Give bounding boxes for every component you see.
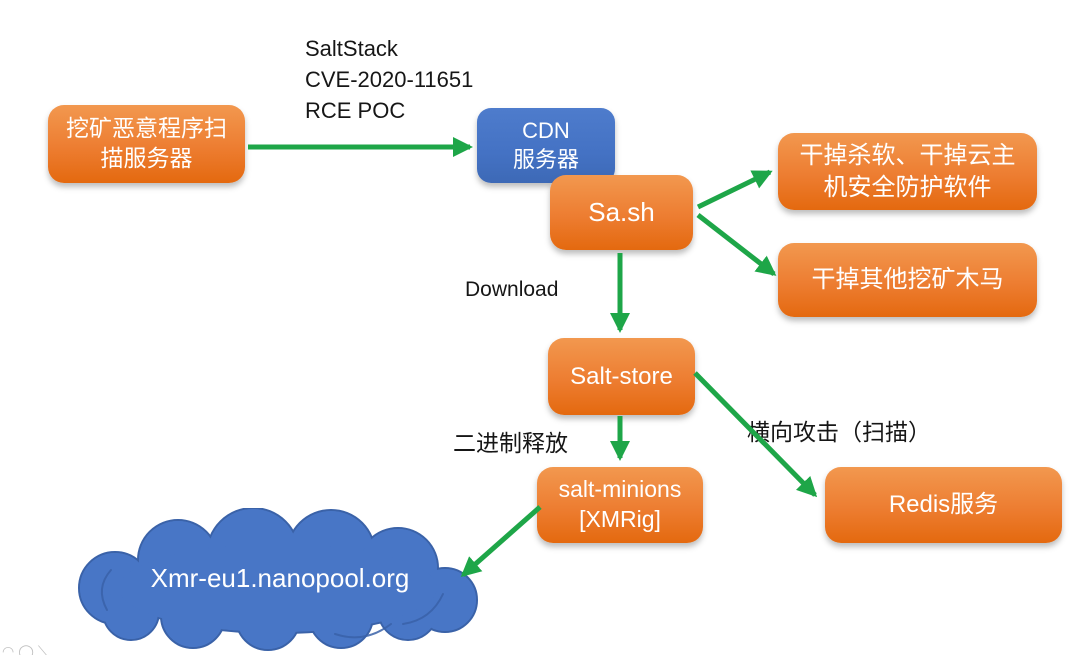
node-kill-av-line2: 机安全防护软件 xyxy=(823,173,992,201)
cloud-inner-arc xyxy=(100,569,112,611)
exploit-line1: SaltStack xyxy=(305,36,398,61)
node-scanner-server: 挖矿恶意程序扫 描服务器 xyxy=(48,105,245,183)
exploit-line2: CVE-2020-11651 xyxy=(305,67,474,92)
mining-pool-label: Xmr-eu1.nanopool.org xyxy=(150,563,410,593)
mining-pool-cloud xyxy=(78,508,478,651)
cloud-inner-arc xyxy=(402,593,444,625)
cloud-inner-arc xyxy=(334,623,392,639)
arrow-sash-to-killminers xyxy=(696,213,777,276)
arrow-sash-to-killav xyxy=(696,169,773,210)
cloud-body xyxy=(80,509,476,649)
node-redis-service: Redis服务 xyxy=(825,467,1062,543)
binary-release-label: 二进制释放 xyxy=(453,430,568,456)
node-scanner-line1: 挖矿恶意程序扫 xyxy=(66,115,227,142)
node-kill-av-line1: 干掉杀软、干掉云主 xyxy=(799,142,1016,170)
node-salt-store: Salt-store xyxy=(548,338,695,415)
watermark-fragment: ◠◯⟍ xyxy=(2,643,52,655)
node-salt-minions: salt-minions [XMRig] xyxy=(537,467,703,543)
lateral-attack-label: 横向攻击（扫描） xyxy=(747,419,931,445)
node-scanner-line2: 描服务器 xyxy=(100,145,193,171)
node-cdn-line1: CDN xyxy=(522,117,570,143)
exploit-line3: RCE POC xyxy=(305,98,406,123)
node-kill-miners-label: 干掉其他挖矿木马 xyxy=(811,266,1004,294)
node-salt-store-label: Salt-store xyxy=(570,362,673,390)
node-redis-label: Redis服务 xyxy=(888,491,999,519)
node-sash: Sa.sh xyxy=(550,175,693,250)
exploit-label: SaltStack CVE-2020-11651 RCE POC xyxy=(305,33,473,126)
node-cdn-server: CDN 服务器 xyxy=(477,108,615,183)
node-kill-av: 干掉杀软、干掉云主 机安全防护软件 xyxy=(778,133,1037,210)
node-kill-miners: 干掉其他挖矿木马 xyxy=(778,243,1037,317)
node-sash-label: Sa.sh xyxy=(588,196,655,227)
node-salt-minions-line1: salt-minions xyxy=(558,476,682,503)
download-label: Download xyxy=(465,278,559,301)
node-salt-minions-line2: [XMRig] xyxy=(579,506,661,532)
node-cdn-line2: 服务器 xyxy=(512,146,579,172)
